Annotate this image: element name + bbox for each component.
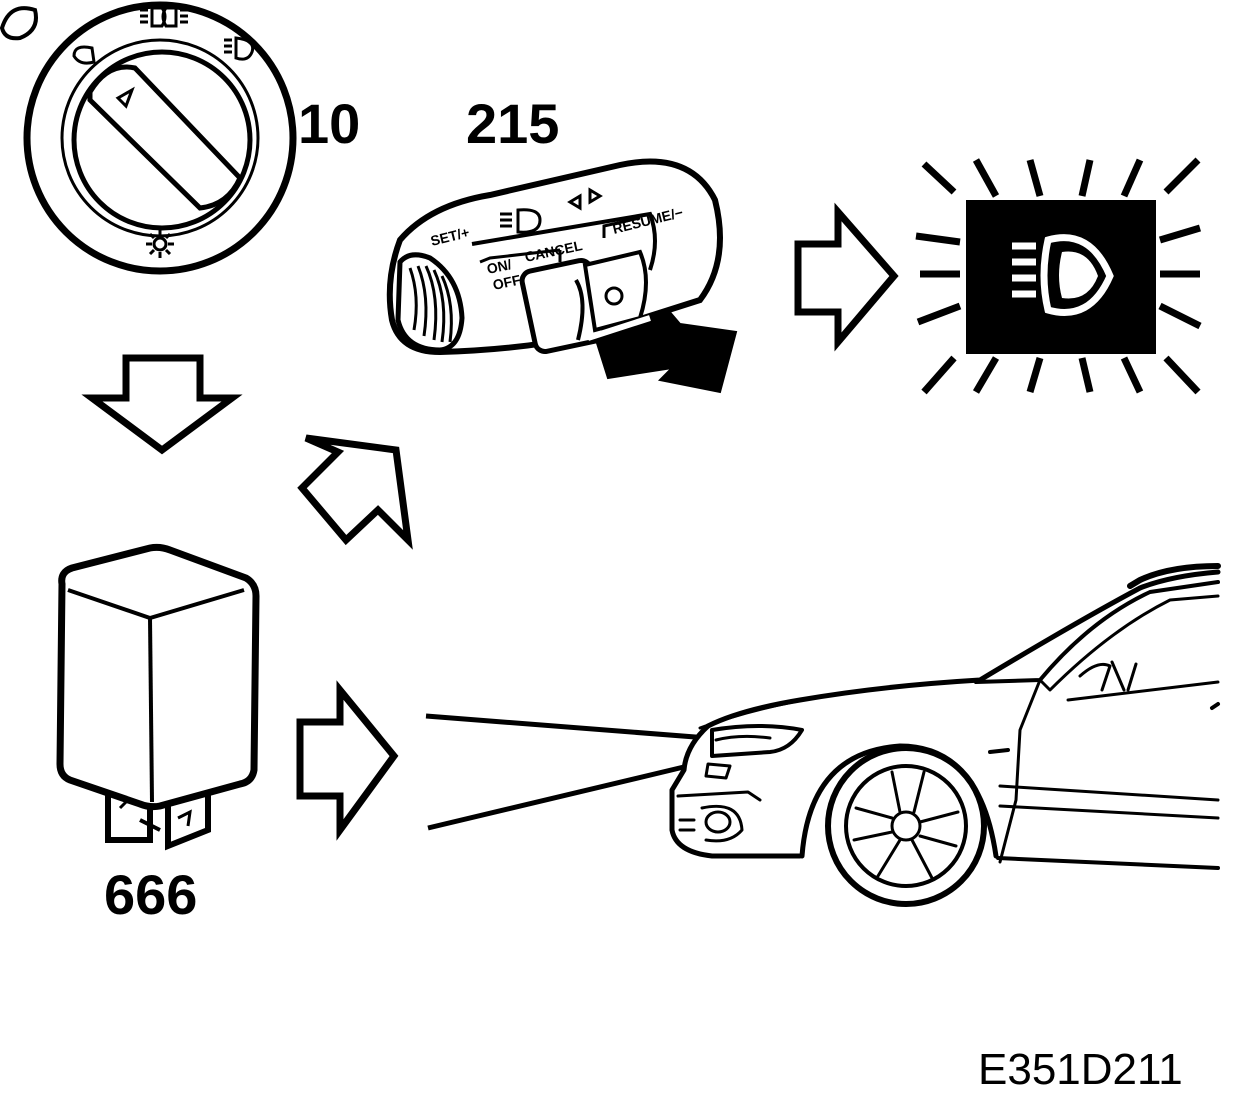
off-position-icon xyxy=(72,45,96,65)
pull-arrow xyxy=(594,308,738,394)
cruise-control-stalk: SET/+ CANCEL RESUME/− ON/ OFF xyxy=(386,158,738,394)
relay xyxy=(56,543,260,851)
diagonal-arrow xyxy=(297,434,413,550)
off-label: OFF xyxy=(491,271,522,293)
car xyxy=(669,563,1221,907)
flash-icon xyxy=(567,187,603,211)
light-switch xyxy=(0,1,297,275)
instrument-lighting-icon xyxy=(146,230,174,258)
relay-number-label: 666 xyxy=(104,863,197,926)
stalk-number-label: 215 xyxy=(466,92,559,155)
high-beam-icon xyxy=(500,208,542,234)
switch-number-label: 10 xyxy=(298,92,360,155)
on-label: ON/ xyxy=(485,256,513,277)
parking-light-icon xyxy=(140,6,188,28)
headlight-beam xyxy=(425,713,709,831)
right-arrow-bottom xyxy=(296,680,399,841)
low-beam-icon xyxy=(224,36,255,61)
figure-id: E351D211 xyxy=(978,1045,1183,1094)
high-beam-indicator xyxy=(915,157,1202,395)
right-arrow-top xyxy=(794,202,899,352)
down-arrow xyxy=(81,354,243,455)
